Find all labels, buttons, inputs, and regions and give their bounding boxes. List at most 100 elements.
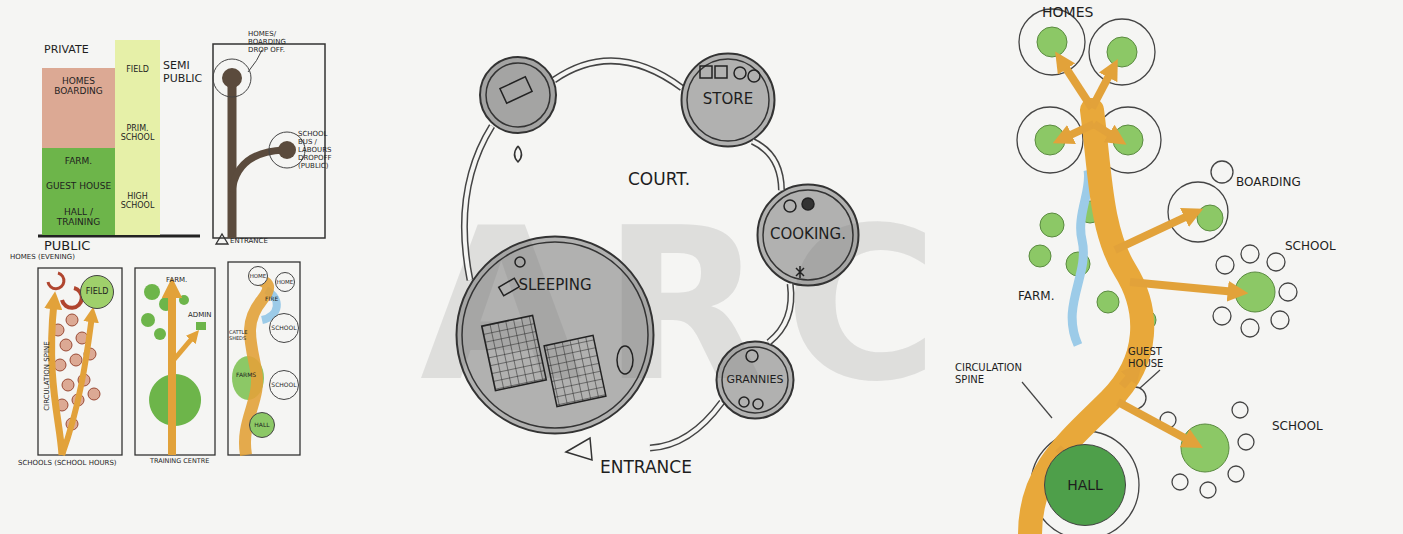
- node-text: GUEST HOUSE: [46, 181, 111, 191]
- water-label: FIRE: [265, 296, 278, 303]
- wash-symbol: [500, 77, 532, 103]
- spine-arrow: [168, 290, 176, 455]
- branch-arrow: [1118, 402, 1192, 442]
- farm-label: FARMS: [236, 372, 256, 379]
- boarding-label: BOARDING: [1236, 176, 1301, 190]
- farm-label: FARM.: [166, 276, 187, 284]
- small-ring: [1279, 283, 1297, 301]
- small-ring: [1241, 319, 1259, 337]
- leader-line: [1022, 382, 1052, 418]
- water-channel: [1072, 170, 1089, 345]
- small-ring: [1228, 466, 1244, 482]
- cattle-label: CATTLE SHEDS: [229, 330, 259, 342]
- sketch-title: SCHOOLS (SCHOOL HOURS): [18, 459, 128, 467]
- cooking-circle: COOKING.: [756, 183, 860, 287]
- connector-line: [752, 141, 781, 190]
- node-text: SCHOOL: [271, 382, 296, 389]
- node-text: STORE: [703, 91, 753, 108]
- circle-shape: [276, 273, 295, 292]
- home-green: [1037, 27, 1067, 57]
- small-ring: [1200, 482, 1216, 498]
- note-label: SCHOOL BUS / LABOURS DROPOFF (PUBLIC): [298, 130, 340, 170]
- spine-label: CIRCULATION SPINE: [955, 362, 1040, 385]
- court-label: COURT.: [628, 170, 690, 190]
- circle-outline: [455, 235, 655, 435]
- fire-symbol: [515, 146, 522, 162]
- branch-arrow: [1092, 70, 1112, 108]
- small-ring: [1267, 253, 1285, 271]
- school-circle: SCHOOL: [268, 312, 300, 344]
- semi-public-zone: FIELD PRIM. SCHOOL HIGH SCHOOL: [115, 40, 160, 235]
- branch-arrow: [1094, 124, 1116, 138]
- leader-line: [1140, 370, 1160, 388]
- training-label: TRAINING CENTRE: [150, 458, 220, 465]
- farm-plot: [1029, 245, 1051, 267]
- node-text: FIELD: [126, 65, 149, 74]
- homes-label: HOMES: [1042, 4, 1093, 20]
- zone-label: PRIVATE: [44, 44, 89, 57]
- node-text: FIELD: [86, 287, 109, 296]
- farm-zone: FARM.GUEST HOUSEHALL / TRAINING: [42, 148, 115, 235]
- private-zone: HOMESBOARDING: [42, 68, 115, 148]
- circle-shape: [270, 314, 299, 343]
- circle-inner-ring: [462, 242, 648, 428]
- zone-label: SEMI PUBLIC: [163, 60, 205, 85]
- branch-arrow: [1115, 214, 1192, 250]
- home-dot: [62, 379, 74, 391]
- circle-inner-ring: [763, 190, 853, 280]
- entrance-label: ENTRANCE: [230, 237, 268, 245]
- school-label: SCHOOL: [1272, 420, 1323, 434]
- sketch-title: HOMES (EVENING): [10, 253, 75, 261]
- admin-block: [196, 322, 206, 330]
- circle-shape: [81, 276, 114, 309]
- node-text: HALL: [1067, 477, 1103, 493]
- farm-plot: [1040, 213, 1064, 237]
- drop-off-ring: [213, 59, 251, 97]
- boarding-ring: [1168, 182, 1228, 242]
- home-green: [1107, 37, 1137, 67]
- circulation-connector: [752, 141, 781, 190]
- school-green: [1181, 424, 1229, 472]
- branch-arrow: [1122, 372, 1134, 386]
- circle-shape: [250, 413, 275, 438]
- node-text: HOME: [250, 273, 267, 279]
- wash-ring: [486, 63, 550, 127]
- home-circle: HOME: [247, 265, 269, 287]
- home-ring: [1089, 19, 1155, 85]
- home-rings: [1017, 9, 1297, 534]
- small-ring: [1213, 307, 1231, 325]
- branch-arrow: [1064, 124, 1094, 138]
- small-ring: [1241, 245, 1259, 263]
- connector-line: [752, 141, 781, 190]
- branch-arrow: [1062, 62, 1092, 108]
- site-boundary: [38, 268, 122, 455]
- entrance-label: ENTRANCE: [600, 458, 692, 478]
- zone-label: PUBLIC: [44, 239, 90, 254]
- field-circle: FIELD: [79, 274, 115, 310]
- home-green: [1035, 125, 1065, 155]
- node-text: SLEEPING: [518, 277, 591, 294]
- circle-shape: [249, 267, 268, 286]
- hall-circle: HALL: [248, 411, 276, 439]
- farm-label: FARM.: [1018, 290, 1055, 304]
- home-dot: [60, 339, 72, 351]
- node-text: COOKING.: [770, 226, 846, 243]
- home-ring: [1017, 107, 1083, 173]
- access-road: [228, 80, 237, 238]
- spine-arrow: [52, 302, 62, 455]
- node-text: GRANNIES: [727, 374, 784, 387]
- home-circle: HOME: [274, 271, 296, 293]
- drop-off-point: [278, 141, 296, 159]
- home-dot: [66, 314, 78, 326]
- farm-plot: [154, 328, 166, 340]
- node-text: HALL / TRAINING: [42, 207, 115, 228]
- node-text: HIGH SCHOOL: [115, 192, 160, 210]
- spine-arrow: [172, 336, 194, 362]
- admin-label: ADMIN: [188, 311, 212, 319]
- circulation-spine: [1030, 110, 1142, 534]
- access-road: [232, 150, 284, 192]
- node-text: PRIM. SCHOOL: [115, 124, 160, 142]
- home-dot: [54, 359, 66, 371]
- circle-inner-ring: [687, 59, 769, 141]
